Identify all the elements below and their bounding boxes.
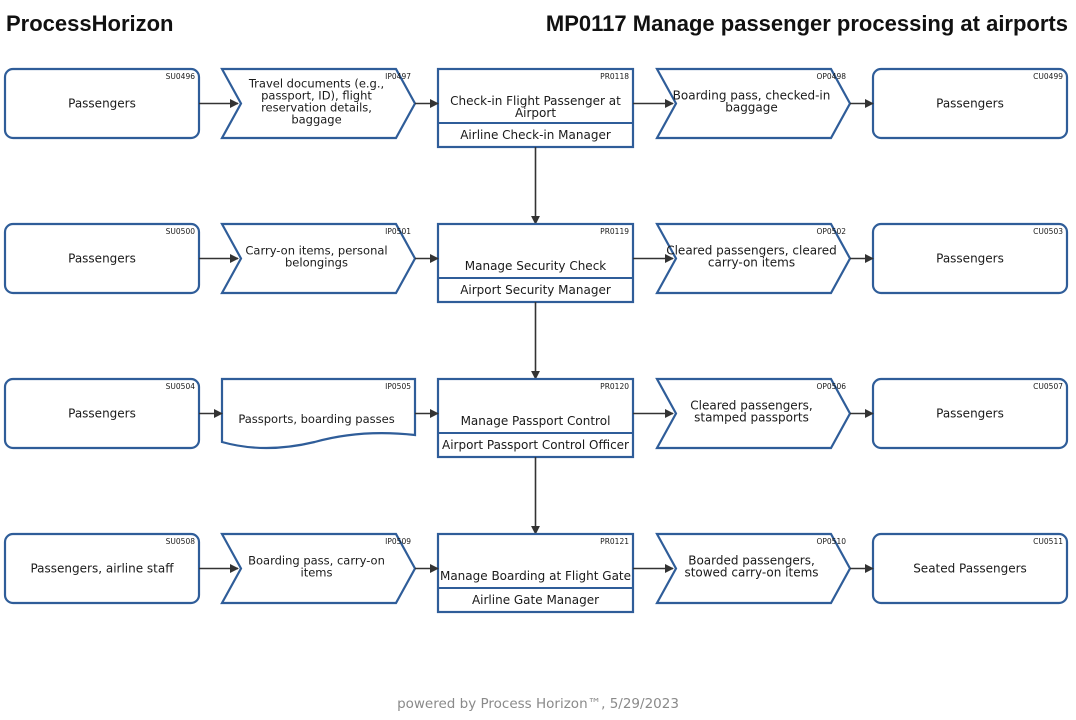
- customer-code: CU0499: [1033, 72, 1063, 81]
- output-label: carry-on items: [708, 256, 795, 270]
- input-shape: [220, 532, 417, 605]
- process-code: PR0119: [600, 227, 629, 236]
- customer-label: Passengers: [936, 97, 1004, 111]
- page-title: MP0117 Manage passenger processing at ai…: [545, 11, 1068, 36]
- output-code: OP0510: [816, 537, 846, 546]
- customer-code: CU0503: [1033, 227, 1063, 236]
- process-role: Airline Check-in Manager: [460, 128, 611, 142]
- process-label: Airport: [515, 106, 556, 120]
- supplier-label: Passengers: [68, 252, 136, 266]
- process-code: PR0121: [600, 537, 629, 546]
- output-code: OP0498: [816, 72, 846, 81]
- output-label: Boarded passengers,: [688, 554, 815, 568]
- output-label: stowed carry-on items: [684, 566, 818, 580]
- process-code: PR0118: [600, 72, 629, 81]
- input-label: passport, ID), flight: [261, 89, 372, 103]
- supplier-label: Passengers: [68, 97, 136, 111]
- process-label: Manage Passport Control: [461, 414, 611, 428]
- input-shape: [220, 222, 417, 295]
- input-label: Boarding pass, carry-on: [248, 554, 385, 568]
- supplier-code: SU0508: [166, 537, 196, 546]
- process-code: PR0120: [600, 382, 629, 391]
- process-label: Manage Security Check: [465, 259, 607, 273]
- input-label: items: [301, 566, 333, 580]
- supplier-code: SU0496: [166, 72, 196, 81]
- input-label: belongings: [285, 256, 348, 270]
- input-label: baggage: [291, 113, 341, 127]
- input-label: reservation details,: [261, 101, 372, 115]
- customer-label: Passengers: [936, 407, 1004, 421]
- footer-credit: powered by Process Horizon™, 5/29/2023: [397, 696, 679, 712]
- process-role: Airline Gate Manager: [472, 593, 599, 607]
- output-shape: [655, 377, 852, 450]
- supplier-code: SU0500: [166, 227, 196, 236]
- supplier-label: Passengers, airline staff: [30, 562, 174, 576]
- output-label: baggage: [725, 101, 778, 115]
- customer-code: CU0511: [1033, 537, 1063, 546]
- output-code: OP0506: [816, 382, 846, 391]
- process-label: Check-in Flight Passenger at: [450, 94, 621, 108]
- input-code: IP0497: [385, 72, 411, 81]
- supplier-code: SU0504: [166, 382, 196, 391]
- input-code: IP0509: [385, 537, 411, 546]
- output-label: stamped passports: [694, 411, 809, 425]
- output-shape: [655, 67, 852, 140]
- output-label: Boarding pass, checked-in: [673, 89, 831, 103]
- input-code: IP0501: [385, 227, 411, 236]
- process-role: Airport Passport Control Officer: [442, 438, 629, 452]
- output-code: OP0502: [816, 227, 846, 236]
- process-role: Airport Security Manager: [460, 283, 611, 297]
- customer-code: CU0507: [1033, 382, 1063, 391]
- process-shape: [436, 67, 635, 149]
- input-label: Passports, boarding passes: [238, 412, 394, 426]
- input-label: Carry-on items, personal: [245, 244, 387, 258]
- output-label: Cleared passengers, cleared: [666, 244, 837, 258]
- process-shape: [436, 377, 635, 459]
- customer-label: Passengers: [936, 252, 1004, 266]
- output-shape: [655, 222, 852, 295]
- input-code: IP0505: [385, 382, 411, 391]
- process-label: Manage Boarding at Flight Gate: [440, 569, 631, 583]
- output-shape: [655, 532, 852, 605]
- input-label: Travel documents (e.g.,: [248, 77, 384, 91]
- process-shape: [436, 532, 635, 614]
- process-shape: [436, 222, 635, 304]
- customer-label: Seated Passengers: [913, 562, 1027, 576]
- brand-logo-text: ProcessHorizon: [6, 11, 174, 36]
- input-shape: [220, 67, 417, 140]
- input-shape: [220, 377, 417, 450]
- supplier-label: Passengers: [68, 407, 136, 421]
- output-label: Cleared passengers,: [690, 399, 812, 413]
